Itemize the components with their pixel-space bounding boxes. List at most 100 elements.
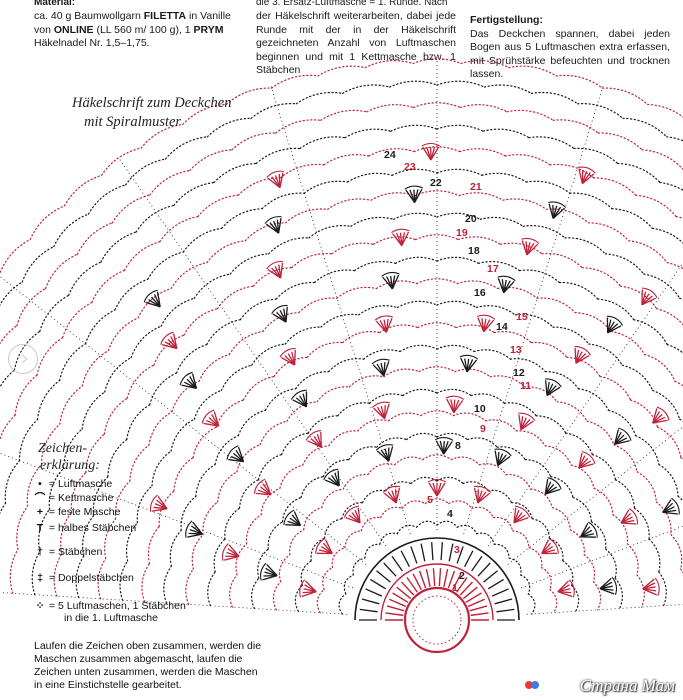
- fan-motif: [476, 314, 496, 333]
- fan-motif: [283, 509, 302, 527]
- chain-arc: [527, 593, 536, 615]
- fan-motif: [279, 347, 296, 366]
- chain-arc: [641, 149, 683, 171]
- center-stitch: [477, 562, 491, 577]
- carousel-prev-button[interactable]: [8, 344, 38, 374]
- chain-arc: [648, 538, 661, 573]
- center-stitch: [443, 568, 449, 587]
- round-number-label: 20: [465, 213, 477, 225]
- chain-arc: [62, 301, 93, 339]
- center-stitch: [464, 550, 474, 568]
- chain-arc: [217, 471, 238, 503]
- chain-arc: [509, 358, 546, 373]
- fan-motif: [221, 543, 240, 561]
- chain-arc: [352, 557, 366, 576]
- treble-crochet-icon: ‡: [37, 572, 43, 584]
- chain-arc: [213, 162, 257, 184]
- fan-motif: [544, 477, 562, 495]
- chain-arc: [180, 495, 197, 531]
- chain-arc: [357, 419, 390, 432]
- chain-arc: [342, 331, 381, 344]
- chain-arc: [275, 119, 322, 134]
- chain-arc: [323, 518, 343, 539]
- chain-arc: [281, 496, 302, 523]
- fan-motif: [606, 315, 623, 334]
- legend-item-chain: • = Luftmasche: [34, 478, 112, 490]
- fan-motif: [580, 521, 598, 538]
- chain-arc: [206, 319, 241, 346]
- center-stitch: [391, 555, 403, 572]
- chain-arc: [466, 437, 498, 448]
- center-stitch: [452, 573, 462, 591]
- chain-arc: [350, 216, 395, 227]
- round-number-label: 16: [474, 287, 486, 299]
- chain-stitch-icon: •: [38, 478, 42, 490]
- finishing-heading: Fertigstellung:: [470, 14, 543, 26]
- chain-arc: [53, 213, 89, 248]
- chain-arc: [170, 418, 195, 452]
- chain-arc: [479, 216, 524, 227]
- chain-arc: [4, 460, 20, 504]
- chain-arc: [530, 341, 568, 358]
- round-4-arc: [354, 537, 520, 621]
- round-number-label: 22: [430, 177, 442, 189]
- chain-arc: [169, 529, 182, 567]
- chain-arc: [328, 430, 359, 447]
- chain-arc: [129, 444, 150, 482]
- chain-arc: [123, 241, 161, 271]
- chain-arc: [363, 349, 401, 360]
- chain-arc: [0, 325, 18, 345]
- center-stitch: [361, 598, 380, 605]
- chain-arc: [348, 375, 385, 388]
- center-stitch: [396, 586, 412, 600]
- chain-arc: [458, 192, 504, 201]
- center-stitch: [438, 568, 442, 587]
- chain-arc: [126, 404, 151, 441]
- chain-arc: [183, 308, 218, 336]
- chain-arc: [592, 581, 602, 611]
- chain-arc: [39, 294, 70, 332]
- chain-arc: [250, 577, 260, 610]
- double-crochet-icon: †: [37, 546, 43, 558]
- chain-arc: [436, 300, 478, 309]
- chain-arc: [104, 357, 132, 393]
- chain-arc: [424, 498, 450, 505]
- chain-arc: [306, 341, 344, 358]
- chain-arc: [597, 298, 635, 321]
- chain-arc: [493, 331, 532, 344]
- chain-arc: [255, 147, 301, 165]
- chain-arc: [659, 181, 683, 191]
- chain-arc: [536, 297, 576, 314]
- chain-arc: [36, 336, 64, 376]
- chain-arc: [107, 438, 128, 478]
- chain-arc: [450, 456, 480, 466]
- fan-motif: [266, 260, 284, 279]
- chain-arc: [239, 298, 277, 321]
- chain-arc: [192, 426, 217, 459]
- chain-arc: [338, 593, 347, 615]
- chain-arc: [320, 109, 368, 121]
- fan-motif: [391, 228, 410, 247]
- chain-arc: [622, 117, 668, 138]
- chain-arc: [316, 386, 351, 403]
- chain-arc: [281, 432, 309, 456]
- chain-arc: [611, 208, 653, 229]
- chain-arc: [570, 464, 595, 489]
- chain-arc: [372, 236, 417, 245]
- chain-arc: [456, 524, 478, 535]
- round-number-label: 4: [447, 508, 453, 520]
- diagram-center: [354, 537, 520, 654]
- center-stitch: [470, 612, 489, 617]
- chain-arc: [92, 476, 109, 517]
- center-stitch: [386, 605, 405, 612]
- chain-arc: [505, 473, 532, 490]
- fan-motif: [374, 315, 393, 333]
- chain-arc: [416, 520, 438, 528]
- chain-arc: [551, 507, 571, 531]
- chain-arc: [633, 319, 668, 346]
- chain-arc: [591, 453, 617, 481]
- chain-arc: [285, 208, 329, 224]
- chain-arc: [506, 109, 554, 121]
- chain-arc: [394, 256, 438, 264]
- chain-arc: [436, 388, 472, 397]
